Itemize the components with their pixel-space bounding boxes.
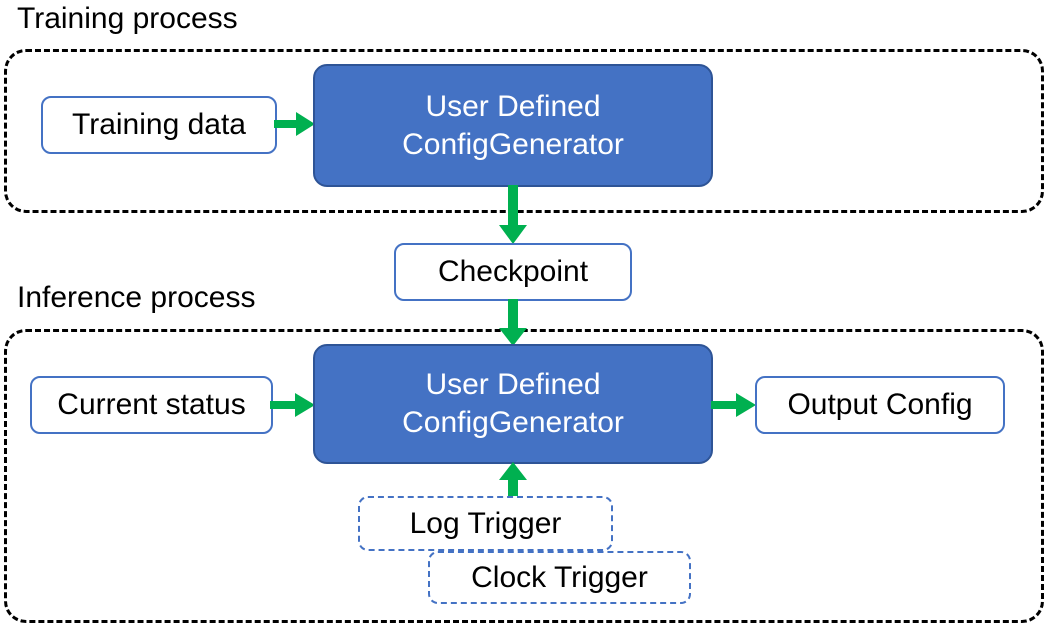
training-process-container (4, 49, 1044, 213)
arrow-current-status-to-configgenerator-icon (270, 391, 316, 419)
current-status-box[interactable]: Current status (30, 376, 273, 434)
training-user-defined-configgenerator-box[interactable]: User Defined ConfigGenerator (313, 64, 713, 187)
arrow-configgenerator-to-output-config-icon (711, 391, 757, 419)
training-data-box[interactable]: Training data (41, 96, 277, 154)
training-process-label: Training process (17, 2, 238, 35)
arrow-training-data-to-configgenerator-icon (274, 110, 316, 138)
inference-user-defined-configgenerator-box[interactable]: User Defined ConfigGenerator (313, 344, 713, 464)
log-trigger-box[interactable]: Log Trigger (358, 496, 613, 551)
proc-inference-line-1: User Defined (425, 368, 601, 401)
output-config-box[interactable]: Output Config (755, 376, 1005, 434)
checkpoint-box[interactable]: Checkpoint (394, 243, 632, 301)
arrow-trigger-to-configgenerator-icon (497, 462, 529, 502)
arrow-configgenerator-to-checkpoint-icon (497, 185, 529, 245)
proc-training-line-1: User Defined (425, 89, 601, 123)
proc-inference-line-2: ConfigGenerator (402, 406, 624, 439)
clock-trigger-box[interactable]: Clock Trigger (428, 551, 691, 604)
inference-process-label: Inference process (17, 281, 256, 314)
proc-training-line-2: ConfigGenerator (402, 127, 624, 161)
arrow-checkpoint-to-configgenerator-icon (497, 299, 529, 347)
